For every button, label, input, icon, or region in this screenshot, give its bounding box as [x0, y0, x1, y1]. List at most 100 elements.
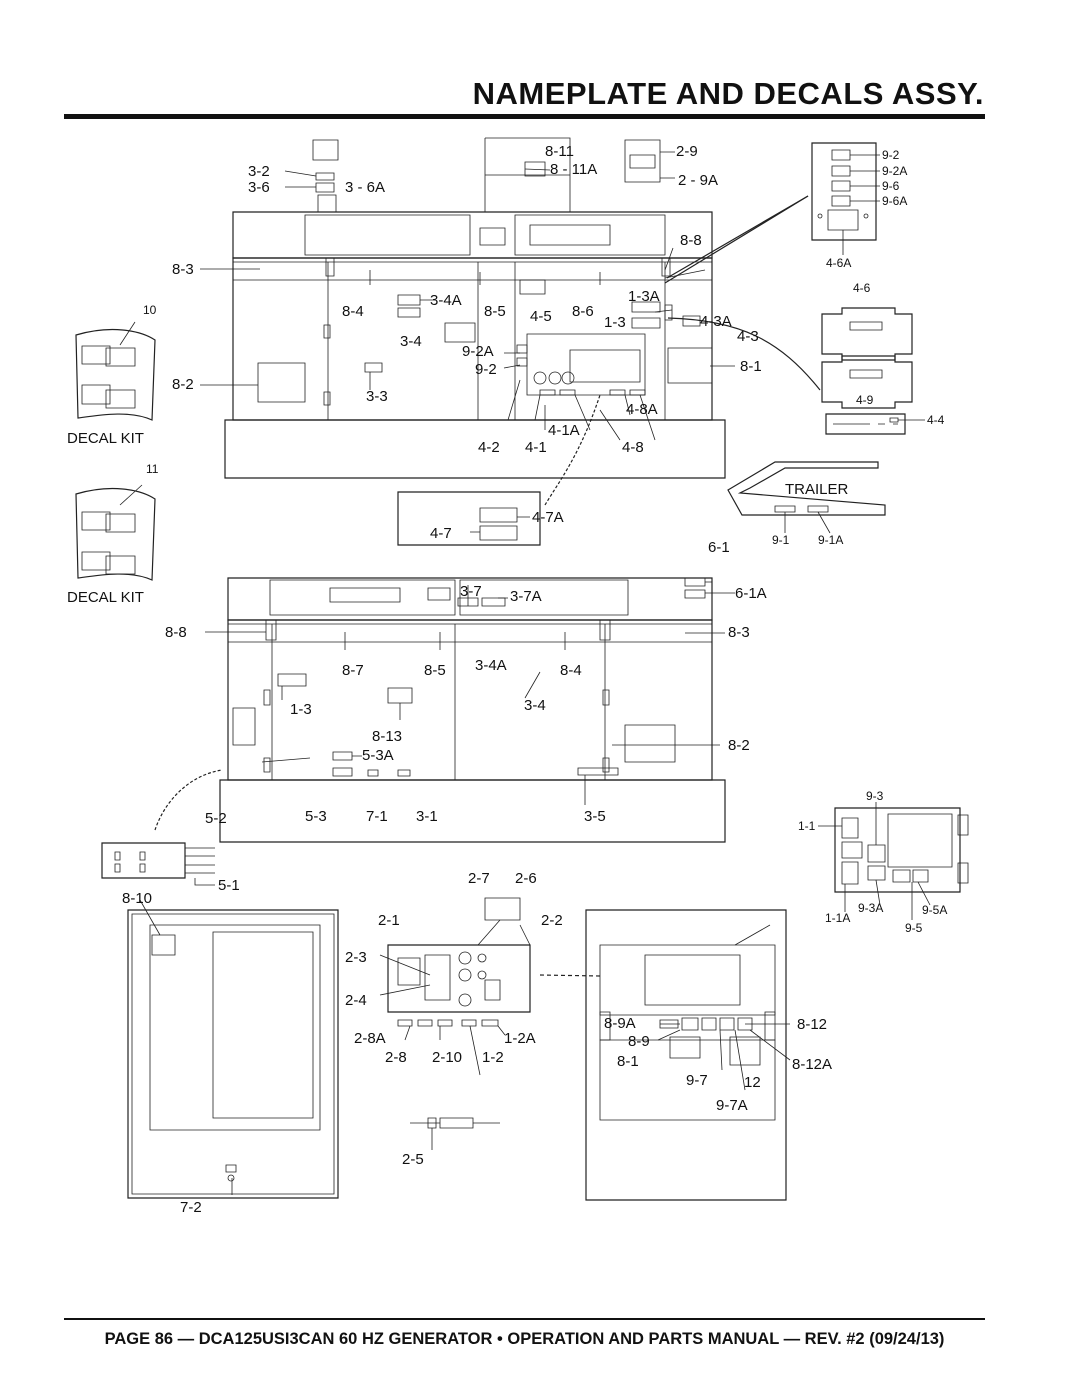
callout: 8 - 11A [550, 161, 597, 178]
callout: 2-10 [432, 1049, 462, 1066]
control-box-5-1 [101, 842, 215, 886]
callout: 5-1 [218, 877, 240, 894]
callout: 2-8 [385, 1049, 407, 1066]
callout: 2-1 [378, 912, 400, 929]
callout: 9-7 [686, 1072, 708, 1089]
callout: 2-6 [515, 870, 537, 887]
callout: 4-9 [856, 393, 874, 407]
callout: 9-5A [922, 903, 947, 917]
battery-box [397, 491, 541, 546]
callout: 4-7A [532, 509, 564, 526]
callout: 1-1 [798, 819, 816, 833]
callout: 4-6A [826, 256, 851, 270]
callout: 8-2 [172, 376, 194, 393]
callout: 8-12 [797, 1016, 827, 1033]
title-rule [64, 114, 985, 119]
callout: 3-4 [524, 697, 546, 714]
callout: 8-4 [342, 303, 364, 320]
callout: 3-5 [584, 808, 606, 825]
callout: 9-1 [772, 533, 790, 547]
callout: 1-1A [825, 911, 850, 925]
callout: 8-7 [342, 662, 364, 679]
callout: 8-6 [572, 303, 594, 320]
callout: 3-7A [510, 588, 542, 605]
callout: 6-1 [708, 539, 730, 556]
callout: 2-5 [402, 1151, 424, 1168]
callout: 8-9A [604, 1015, 636, 1032]
callout: 8-9 [628, 1033, 650, 1050]
callout: 4-1A [548, 422, 580, 439]
callout: 1-3A [628, 288, 660, 305]
callout: 8-5 [424, 662, 446, 679]
callout: 2 - 9A [678, 172, 718, 189]
callout: 2-8A [354, 1030, 386, 1047]
callout: 11 [146, 462, 159, 476]
callout: 1-2 [482, 1049, 504, 1066]
callout: 3-3 [366, 388, 388, 405]
leader-lines-top [200, 151, 809, 441]
callout: 8-3 [728, 624, 750, 641]
callout: 9-2 [882, 148, 900, 162]
callout: 3-4A [430, 292, 462, 309]
callout: 8-4 [560, 662, 582, 679]
trailer-graphic [727, 461, 886, 534]
top-generator-enclosure [224, 137, 726, 506]
callout: 4-2 [478, 439, 500, 456]
callout: DECAL KIT [67, 589, 144, 606]
leader-lines-middle [205, 581, 735, 805]
callout: 9-2A [882, 164, 907, 178]
callout: 4-3A [700, 313, 732, 330]
footer-rule [64, 1318, 985, 1320]
callout: 9-5 [905, 921, 923, 935]
callout: 8-3 [172, 261, 194, 278]
callout: 12 [744, 1074, 761, 1091]
callout: 4-7 [430, 525, 452, 542]
callout: 9-1A [818, 533, 843, 547]
callout: 2-2 [541, 912, 563, 929]
callout: 5-3 [305, 808, 327, 825]
middle-generator-enclosure [154, 577, 726, 843]
page-title: NAMEPLATE AND DECALS ASSY. [472, 76, 984, 111]
callout-labels: 3-2 3-6 3 - 6A 8-11 8 - 11A 2-9 2 - 9A 9… [67, 143, 947, 1216]
callout: 3-2 [248, 163, 270, 180]
callout: 9-6 [882, 179, 900, 193]
meter-decal-detail [667, 307, 925, 435]
callout: 1-2A [504, 1030, 536, 1047]
decal-kit-2-graphic [75, 484, 156, 581]
callout: 4-4 [927, 413, 945, 427]
rear-view-right [585, 909, 791, 1201]
callout: 8-5 [484, 303, 506, 320]
callout: 3-4 [400, 333, 422, 350]
callout: 3-7 [460, 583, 482, 600]
callout: 4-3 [737, 328, 759, 345]
callout: 2-3 [345, 949, 367, 966]
callout: 3-1 [416, 808, 438, 825]
callout: 3-4A [475, 657, 507, 674]
callout: 5-2 [205, 810, 227, 827]
rear-view-left [127, 899, 339, 1199]
small-part-2-5 [410, 1117, 500, 1150]
callout: 8-1 [617, 1053, 639, 1070]
callout: 9-3 [866, 789, 884, 803]
callout: 9-7A [716, 1097, 748, 1114]
callout: 6-1A [735, 585, 767, 602]
callout: 8-8 [680, 232, 702, 249]
callout: 3-6 [248, 179, 270, 196]
callout: 1-3 [290, 701, 312, 718]
callout: 4-8 [622, 439, 644, 456]
panel-detail-9-3 [818, 802, 969, 920]
callout: 9-6A [882, 194, 907, 208]
callout: 9-2 [475, 361, 497, 378]
page-footer: PAGE 86 — DCA125USI3CAN 60 HZ GENERATOR … [104, 1330, 945, 1348]
callout: 3 - 6A [345, 179, 385, 196]
callout: 2-9 [676, 143, 698, 160]
callout: 9-2A [462, 343, 494, 360]
panel-decal-detail [811, 142, 880, 255]
callout: 1-3 [604, 314, 626, 331]
callout: DECAL KIT [67, 430, 144, 447]
callout: 8-12A [792, 1056, 832, 1073]
callout: 10 [143, 303, 157, 317]
callout: 4-8A [626, 401, 658, 418]
callout: 4-5 [530, 308, 552, 325]
